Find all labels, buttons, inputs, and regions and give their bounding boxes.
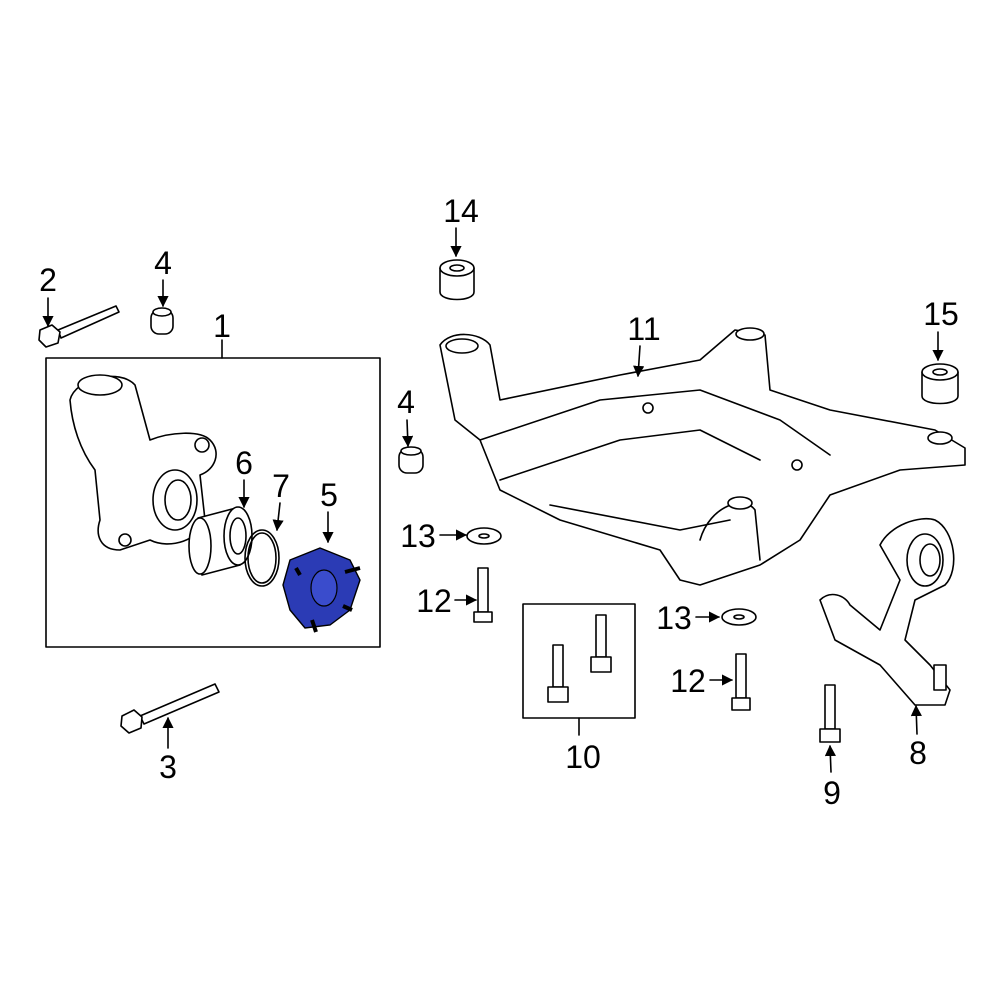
part-10-bolts[interactable] xyxy=(547,614,612,703)
group-box-1 xyxy=(45,357,381,648)
callout-10[interactable]: 10 xyxy=(565,739,601,775)
callout-5[interactable]: 5 xyxy=(320,477,338,513)
part-11-subframe[interactable] xyxy=(439,327,966,586)
part-13-washer-2[interactable] xyxy=(721,608,757,626)
part-3-bolt[interactable] xyxy=(120,683,220,734)
part-9-bolt[interactable] xyxy=(819,684,841,743)
callout-14[interactable]: 14 xyxy=(443,193,479,229)
part-8-control-arm[interactable] xyxy=(819,518,955,706)
part-6-bearing[interactable] xyxy=(188,506,253,576)
callout-4-b[interactable]: 4 xyxy=(397,384,415,420)
part-4-nut-2[interactable] xyxy=(398,446,424,474)
part-7-snap-ring[interactable] xyxy=(244,529,280,587)
callout-15[interactable]: 15 xyxy=(923,296,959,332)
steering-knuckle[interactable] xyxy=(69,374,217,551)
part-2-bolt[interactable] xyxy=(38,305,120,348)
callout-6[interactable]: 6 xyxy=(235,445,253,481)
callout-9[interactable]: 9 xyxy=(823,775,841,811)
part-15-bushing[interactable] xyxy=(921,363,959,405)
callout-8[interactable]: 8 xyxy=(909,735,927,771)
part-14-bushing[interactable] xyxy=(439,259,475,301)
callout-4[interactable]: 4 xyxy=(154,245,172,281)
callout-arrows xyxy=(42,227,944,773)
callout-12[interactable]: 12 xyxy=(416,583,452,619)
part-5-wheel-hub[interactable] xyxy=(282,547,361,633)
callout-3[interactable]: 3 xyxy=(159,749,177,785)
callout-11[interactable]: 11 xyxy=(627,311,660,347)
callout-13-b[interactable]: 13 xyxy=(656,600,692,636)
part-12-bolt[interactable] xyxy=(473,567,493,623)
callout-2[interactable]: 2 xyxy=(39,262,57,298)
callout-12-b[interactable]: 12 xyxy=(670,663,706,699)
part-13-washer[interactable] xyxy=(466,527,502,545)
callout-13[interactable]: 13 xyxy=(400,518,436,554)
part-12-bolt-2[interactable] xyxy=(731,653,751,711)
callout-7[interactable]: 7 xyxy=(272,468,290,504)
part-4-nut[interactable] xyxy=(150,307,174,335)
callout-1[interactable]: 1 xyxy=(213,308,231,344)
group-box-10 xyxy=(522,603,636,719)
